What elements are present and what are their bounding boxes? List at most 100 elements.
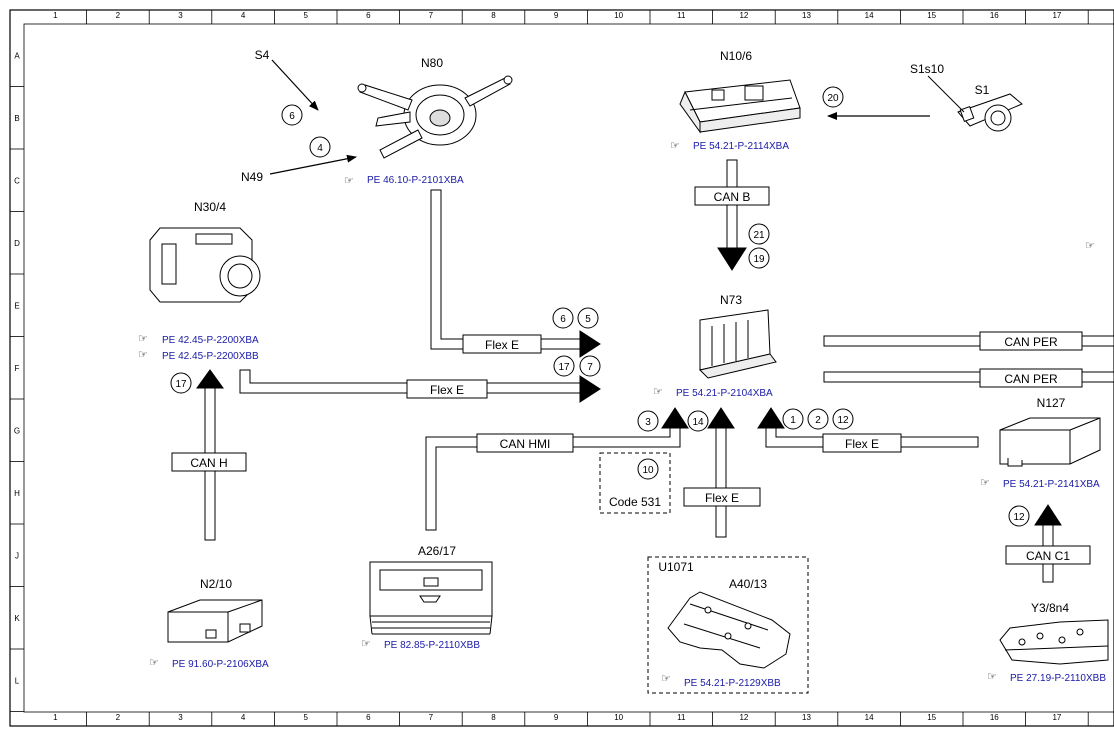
grid-col-top-1: 1	[53, 11, 58, 20]
y3-8n4-ref-link[interactable]: PE 27.19-P-2110XBB	[1010, 673, 1106, 684]
callout-12a: 12	[832, 408, 854, 430]
n30-4-component	[149, 227, 261, 303]
n30-4-ref-link-a[interactable]: PE 42.45-P-2200XBA	[162, 335, 259, 346]
n30-4-ref-icon-a[interactable]: ☞	[138, 333, 148, 345]
flex-e-label-4: Flex E	[845, 437, 879, 451]
n2-10-ref-link[interactable]: PE 91.60-P-2106XBA	[172, 659, 269, 670]
n49-label: N49	[241, 170, 263, 184]
s1-component	[957, 93, 1023, 132]
grid-col-top-12: 12	[739, 11, 748, 20]
grid-col-bottom-1: 1	[53, 713, 58, 722]
a26-17-ref-icon[interactable]: ☞	[361, 638, 371, 650]
callout-1: 1	[782, 408, 804, 430]
n73-ref-link[interactable]: PE 54.21-P-2104XBA	[676, 388, 773, 399]
s4-label: S4	[255, 48, 270, 62]
a40-13-ref-link[interactable]: PE 54.21-P-2129XBB	[684, 678, 781, 689]
flex-e-label-2: Flex E	[430, 383, 464, 397]
n10-6-ref-icon[interactable]: ☞	[670, 140, 680, 152]
u1071-label: U1071	[658, 560, 694, 574]
bus-lines	[196, 159, 1114, 583]
u1071-box	[647, 556, 809, 694]
a26-17-label: A26/17	[418, 544, 456, 558]
edge-ref-icon[interactable]: ☞	[1085, 240, 1095, 252]
svg-text:6: 6	[289, 111, 295, 122]
n127-label: N127	[1037, 396, 1066, 410]
svg-text:10: 10	[642, 465, 654, 476]
n73-ref-icon[interactable]: ☞	[653, 386, 663, 398]
callout-5: 5	[577, 307, 599, 329]
grid-row-G: G	[14, 426, 20, 435]
callout-10: 10	[637, 458, 659, 480]
grid-col-top-15: 15	[927, 11, 936, 20]
y3-8n4-component	[999, 619, 1109, 665]
svg-text:12: 12	[837, 415, 849, 426]
grid-col-bottom-4: 4	[241, 713, 246, 722]
n10-6-label: N10/6	[720, 49, 752, 63]
grid-col-bottom-8: 8	[491, 713, 496, 722]
grid-col-bottom-16: 16	[990, 713, 999, 722]
grid-col-bottom-15: 15	[927, 713, 936, 722]
n2-10-component	[167, 599, 263, 643]
grid-col-top-2: 2	[116, 11, 121, 20]
svg-text:20: 20	[827, 93, 839, 104]
inner-frame	[23, 23, 1114, 713]
callout-21: 21	[748, 223, 770, 245]
grid-row-H: H	[14, 489, 20, 498]
n2-10-ref-icon[interactable]: ☞	[149, 657, 159, 669]
outer-frame	[9, 9, 1114, 727]
can-hmi-label: CAN HMI	[500, 437, 551, 451]
grid-col-top-9: 9	[554, 11, 559, 20]
n127-component	[999, 417, 1101, 467]
n80-label: N80	[421, 56, 443, 70]
grid-col-bottom-7: 7	[429, 713, 434, 722]
grid-row-L: L	[15, 676, 20, 685]
grid-col-bottom-11: 11	[677, 713, 686, 722]
svg-text:7: 7	[587, 362, 593, 373]
grid-row-C: C	[14, 176, 20, 185]
svg-text:6: 6	[560, 314, 566, 325]
callout-3: 3	[637, 410, 659, 432]
n127-ref-icon[interactable]: ☞	[980, 477, 990, 489]
callout-2: 2	[807, 408, 829, 430]
callout-12b: 12	[1008, 505, 1030, 527]
svg-text:2: 2	[815, 415, 821, 426]
grid-col-bottom-2: 2	[116, 713, 121, 722]
n30-4-ref-link-b[interactable]: PE 42.45-P-2200XBB	[162, 351, 259, 362]
n10-6-ref-link[interactable]: PE 54.21-P-2114XBA	[693, 141, 789, 152]
s1-label: S1	[975, 83, 990, 97]
bus-labels: CAN B Flex E Flex E CAN H CAN HMI Flex E…	[171, 186, 1091, 565]
can-b-label: CAN B	[714, 190, 751, 204]
grid-col-bottom-13: 13	[802, 713, 811, 722]
y3-8n4-label: Y3/8n4	[1031, 601, 1069, 615]
svg-text:17: 17	[558, 362, 570, 373]
flex-e-label-3: Flex E	[705, 491, 739, 505]
svg-text:14: 14	[692, 417, 704, 428]
svg-text:21: 21	[753, 230, 765, 241]
a40-13-label: A40/13	[729, 577, 767, 591]
grid-col-top-17: 17	[1052, 11, 1061, 20]
grid-col-top-3: 3	[178, 11, 183, 20]
n80-component	[357, 75, 513, 159]
n30-4-label: N30/4	[194, 200, 226, 214]
n80-ref-link[interactable]: PE 46.10-P-2101XBA	[367, 175, 464, 186]
grid-col-top-5: 5	[303, 11, 308, 20]
callout-4: 4	[309, 136, 331, 158]
svg-text:17: 17	[175, 379, 187, 390]
n30-4-ref-icon-b[interactable]: ☞	[138, 349, 148, 361]
callout-14: 14	[687, 410, 709, 432]
callout-17a: 17	[553, 355, 575, 377]
a26-17-ref-link[interactable]: PE 82.85-P-2110XBB	[384, 640, 480, 651]
n127-ref-link[interactable]: PE 54.21-P-2141XBA	[1003, 479, 1100, 490]
callout-6b: 6	[552, 307, 574, 329]
code-531-label: Code 531	[609, 495, 661, 509]
can-h-label: CAN H	[190, 456, 227, 470]
can-per-label-1: CAN PER	[1004, 335, 1058, 349]
n80-ref-icon[interactable]: ☞	[344, 175, 354, 187]
n2-10-label: N2/10	[200, 577, 232, 591]
a40-13-ref-icon[interactable]: ☞	[661, 673, 671, 685]
callout-20: 20	[822, 86, 844, 108]
flex-e-label-1: Flex E	[485, 338, 519, 352]
code-531-box	[599, 452, 671, 514]
grid-col-top-7: 7	[429, 11, 434, 20]
y3-8n4-ref-icon[interactable]: ☞	[987, 671, 997, 683]
